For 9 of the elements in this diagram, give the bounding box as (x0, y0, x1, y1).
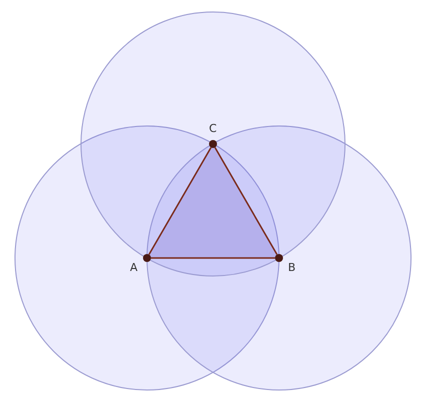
point-dot (275, 254, 283, 262)
point-label: A (130, 262, 138, 274)
point-label: C (209, 123, 217, 135)
triangle-side (151, 257, 275, 259)
point-dot (143, 254, 151, 262)
triangle-side (148, 147, 212, 255)
point-dot (209, 140, 217, 148)
point-label: B (288, 262, 296, 274)
triangle-side (214, 147, 278, 255)
